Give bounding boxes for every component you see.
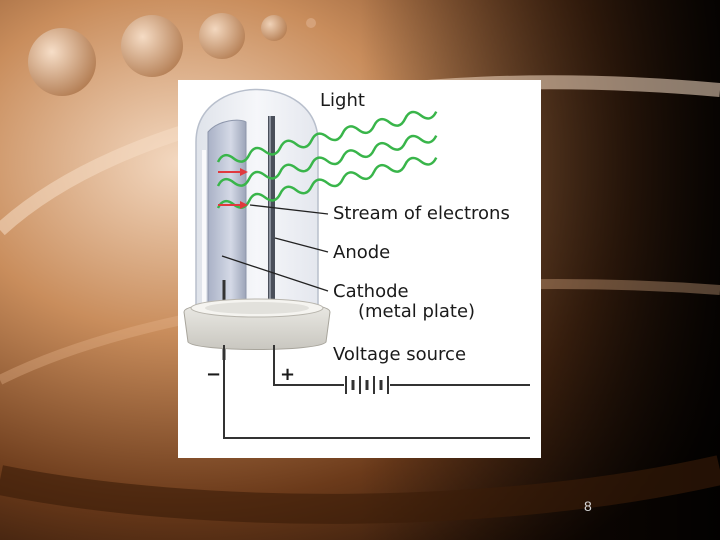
photoelectric-diagram: Light Stream of electrons Anode Cathode … (178, 80, 541, 458)
cathode-plate (207, 119, 247, 307)
circuit-wire (223, 370, 530, 439)
label-voltage-source: Voltage source (333, 344, 467, 365)
light-waves (216, 110, 438, 209)
label-cathode-sub: (metal plate) (358, 301, 476, 322)
battery-icon (345, 376, 389, 394)
phototube-drawing (183, 88, 530, 439)
terminal-positive: + (280, 364, 296, 385)
circuit-wire-top (273, 370, 344, 386)
decor-circle-2 (121, 15, 183, 77)
decor-circle-5 (306, 18, 316, 28)
electron-arrows (218, 168, 248, 209)
label-stream-of-electrons: Stream of electrons (333, 203, 510, 224)
decor-circle-3 (199, 13, 245, 59)
decor-circle-1 (28, 28, 96, 96)
decor-circle-4 (261, 15, 287, 41)
label-light: Light (320, 90, 365, 111)
leader-lines (221, 204, 329, 292)
anode-rod (268, 116, 275, 326)
page-number: 8 (584, 498, 592, 514)
label-anode: Anode (333, 242, 391, 263)
terminal-negative: − (206, 364, 222, 385)
label-cathode: Cathode (333, 281, 409, 302)
